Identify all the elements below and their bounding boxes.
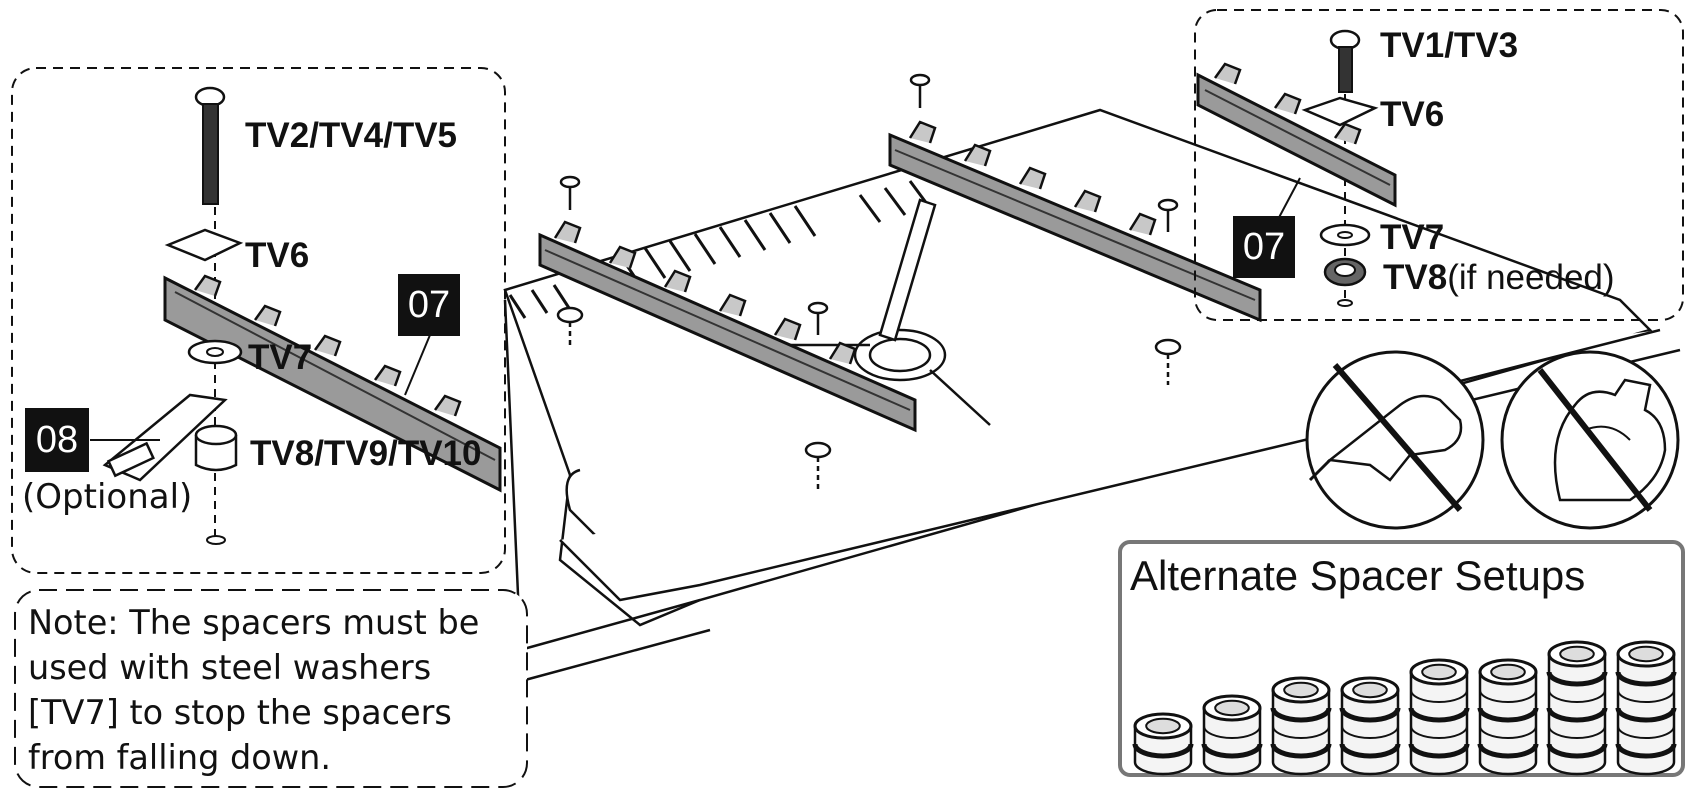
right-detail-parts	[1196, 29, 1397, 307]
right-spacer-label: TV8(if needed)	[1383, 260, 1615, 295]
spacer-stack	[1546, 640, 1608, 776]
left-detail-box	[11, 67, 506, 574]
no-excessive-force-icon	[1500, 350, 1680, 530]
right-washer-label: TV7	[1380, 218, 1445, 257]
no-power-drill-icon	[1305, 350, 1485, 530]
spacer-stack	[1477, 658, 1539, 776]
strap-tag: 08	[25, 408, 89, 472]
left-screw-label: TV2/TV4/TV5	[245, 116, 458, 155]
spacer-stack	[1201, 694, 1263, 776]
right-screw-label: TV1/TV3	[1380, 26, 1519, 65]
note-line: [TV7] to stop the spacers	[28, 693, 452, 732]
left-spacer-label: TV8/TV9/TV10	[250, 434, 482, 473]
rail-left-assembly	[538, 220, 917, 433]
left-detail-parts	[90, 86, 502, 545]
center-hub	[760, 198, 991, 426]
spacer-stack	[1615, 640, 1677, 776]
note-text: Note: The spacers must be used with stee…	[28, 600, 528, 780]
spacer-stack	[1339, 676, 1401, 776]
right-rail-tag: 07	[1233, 216, 1295, 278]
note-line: from falling down.	[28, 738, 332, 777]
alternate-spacers-title: Alternate Spacer Setups	[1130, 552, 1586, 599]
spacer-stack	[1270, 676, 1332, 776]
left-plate-label: TV6	[245, 236, 310, 275]
left-rail-tag: 07	[398, 274, 460, 336]
note-box	[14, 589, 528, 788]
spacer-stack	[1132, 712, 1194, 776]
right-plate-label: TV6	[1380, 95, 1445, 134]
note-line: Note: The spacers must be	[28, 603, 480, 642]
main-screws	[556, 73, 1182, 490]
strap-optional-label: (Optional)	[22, 477, 193, 517]
right-spacer-code: TV8	[1383, 258, 1448, 297]
right-detail-box	[1194, 9, 1684, 321]
left-washer-label: TV7	[248, 338, 313, 377]
spacer-stack	[1408, 658, 1470, 776]
note-line: used with steel washers	[28, 648, 432, 687]
right-spacer-note: (if needed)	[1447, 258, 1615, 297]
spacer-stacks	[1132, 640, 1677, 776]
